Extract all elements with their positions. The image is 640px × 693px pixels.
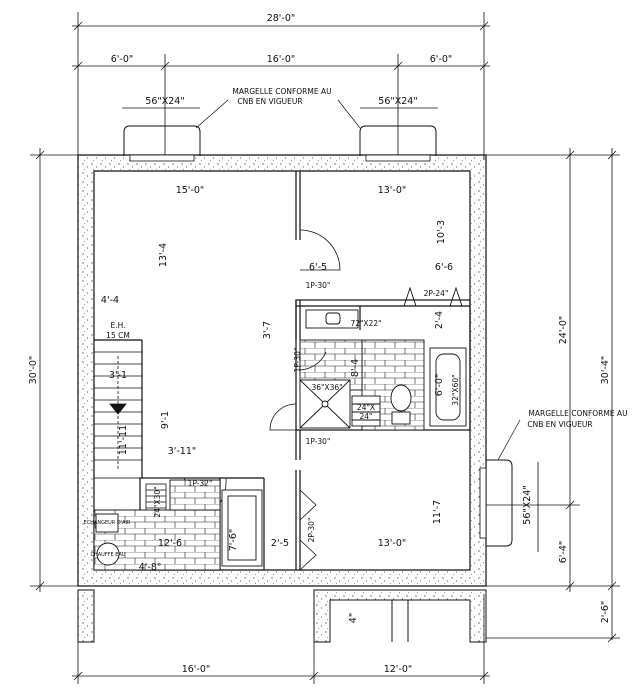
dim-landing: 3'-11" (168, 446, 197, 457)
window-right-size: 56"X24" (522, 485, 533, 524)
dim-bottom-right: 12'-0" (384, 664, 413, 675)
dim-top-right: 6'-0" (430, 54, 453, 65)
door-label-4: 1P-30" (306, 437, 331, 446)
dim-corridor-a: 6'-5 (309, 262, 327, 273)
dim-stair-offset: 4'-4 (101, 295, 119, 306)
dim-step-depth: 4" (348, 613, 359, 623)
dim-overall-width: 28'-0" (267, 13, 296, 24)
bathroom-fixtures (299, 286, 467, 431)
dim-corridor-b: 6'-6 (435, 262, 453, 273)
vanity-size: 72"X22" (350, 319, 381, 328)
door-label-5: 1P-32" (188, 479, 213, 488)
dim-room-left-width: 15'-0" (176, 185, 205, 196)
window-top-right-size: 56"X24" (378, 96, 417, 107)
dim-lower-right-width: 13'-0" (378, 538, 407, 549)
dimension-lines (30, 12, 620, 684)
dim-lower-left-depth: 7'-6" (228, 529, 239, 552)
note-margelle-top-line2: CNB EN VIGUEUR (237, 97, 302, 106)
door-label-6: 2P-30" (307, 518, 316, 543)
eh-label-line1: E.H. (110, 321, 125, 330)
dim-bath-right: 2'-4 (434, 311, 445, 329)
dim-room-right-height: 10'-3 (436, 220, 447, 244)
staircase[interactable] (93, 339, 167, 513)
window-labels: 56"X24" 56"X24" 56"X24" (145, 96, 533, 525)
door-label-2: 2P-24" (424, 289, 449, 298)
note-margelle-right-line1: MARGELLE CONFORME AU (528, 409, 627, 418)
note-margelle-top-line1: MARGELLE CONFORME AU (232, 87, 331, 96)
air-exchanger-label: ECHANGEUR D'AIR (84, 520, 131, 526)
dim-bottom-left: 16'-0" (182, 664, 211, 675)
dim-lower-left-width: 12'-6 (158, 538, 182, 549)
equipment-labels: CHAUFFE EAU ECHANGEUR D'AIR (84, 520, 131, 558)
dim-lower-right-height: 11'-7 (432, 500, 443, 524)
utility-room (93, 479, 263, 571)
foundation-walls (77, 154, 487, 643)
dim-stair-width: 3'-1 (109, 370, 127, 381)
window-top-left-size: 56"X24" (145, 96, 184, 107)
door-label-1: 1P-30" (306, 281, 331, 290)
window-wells (123, 125, 513, 547)
notes: MARGELLE CONFORME AU CNB EN VIGUEUR MARG… (232, 87, 627, 429)
dim-tub-length: 6'-0" (434, 374, 445, 397)
dim-closet-depth: 3'-7 (262, 321, 273, 339)
water-heater-label: CHAUFFE EAU (90, 552, 125, 558)
dim-right-lower: 6'-4" (558, 541, 569, 564)
eh-label-line2: 15 CM (106, 331, 130, 340)
linen-size-line2: 24" (360, 412, 373, 421)
dim-lower-left-height: 4'-8" (139, 562, 162, 573)
dim-top-middle: 16'-0" (267, 54, 296, 65)
tub-size: 32"X60" (451, 374, 460, 405)
dim-bath-depth: 8'-4 (350, 359, 361, 377)
storage-size: 24"X30" (153, 486, 162, 517)
note-margelle-right-line2: CNB EN VIGUEUR (527, 420, 592, 429)
door-label-3: 1P-30" (293, 348, 302, 373)
dim-left-height: 30'-0" (28, 356, 39, 385)
dim-right-bottom: 2'-6" (600, 601, 611, 624)
dim-right-upper: 24'-0" (558, 316, 569, 345)
dim-stair-total: 11'-11 (118, 425, 129, 455)
shower-size: 36"X36" (311, 383, 342, 392)
dim-room-right-width: 13'-0" (378, 185, 407, 196)
dim-stair-run: 9'-1 (160, 411, 171, 429)
dim-lower-hall: 2'-5 (271, 538, 289, 549)
dim-right-total: 30'-4" (600, 356, 611, 385)
leader-lines (195, 99, 521, 461)
dim-room-left-height: 13'-4 (158, 243, 169, 267)
linen-size-line1: 24"X (357, 403, 375, 412)
fixture-labels: 1P-30" 2P-24" 1P-30" 1P-30" 1P-32" 2P-30… (106, 281, 460, 542)
dim-top-left: 6'-0" (111, 54, 134, 65)
dimension-labels: 28'-0" 6'-0" 16'-0" 6'-0" 30'-0" 24'-0" … (28, 13, 611, 675)
